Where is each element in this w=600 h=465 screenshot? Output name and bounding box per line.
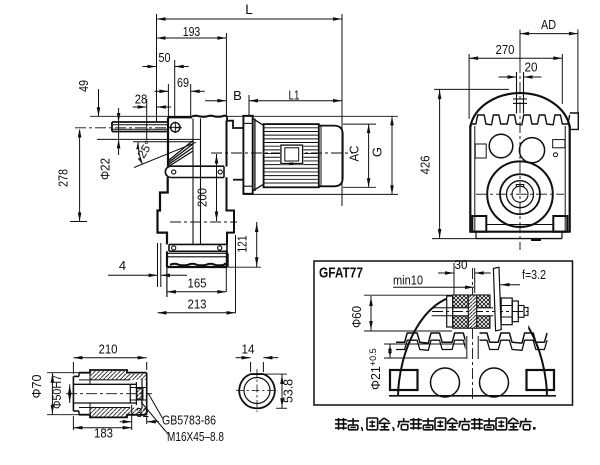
svg-text:Φ60: Φ60: [350, 306, 364, 328]
svg-text:14: 14: [242, 342, 255, 357]
svg-text:GB5783-86: GB5783-86: [162, 413, 216, 428]
svg-text:200: 200: [195, 188, 210, 207]
svg-text:121: 121: [235, 236, 250, 253]
svg-text:Φ22: Φ22: [98, 158, 113, 180]
svg-text:426: 426: [418, 156, 433, 175]
svg-text:165: 165: [188, 276, 207, 291]
svg-text:32: 32: [136, 406, 149, 420]
svg-text:210: 210: [99, 342, 118, 357]
svg-text:f=3.2: f=3.2: [522, 268, 546, 282]
svg-text:30: 30: [455, 257, 468, 272]
svg-text:AC: AC: [347, 146, 362, 162]
svg-text:M16X45–8.8: M16X45–8.8: [167, 429, 224, 444]
svg-text:193: 193: [183, 24, 201, 39]
svg-text:50: 50: [159, 50, 171, 65]
svg-text:B: B: [233, 88, 242, 103]
svg-text:53.8: 53.8: [282, 379, 296, 403]
svg-text:GFAT77: GFAT77: [319, 266, 363, 282]
svg-text:183: 183: [94, 426, 113, 441]
svg-text:Φ70: Φ70: [29, 375, 44, 399]
svg-text:49: 49: [76, 80, 91, 92]
svg-text:213: 213: [188, 297, 207, 312]
svg-text:min10: min10: [393, 274, 423, 288]
svg-text:270: 270: [496, 42, 515, 57]
svg-text:L1: L1: [289, 88, 300, 103]
svg-text:L: L: [245, 2, 253, 17]
svg-text:AD: AD: [541, 17, 556, 32]
svg-text:20: 20: [525, 60, 538, 75]
svg-text:Φ50H7: Φ50H7: [50, 375, 64, 409]
svg-text:69: 69: [177, 75, 189, 90]
svg-text:4: 4: [119, 258, 126, 273]
svg-text:G: G: [370, 147, 385, 157]
svg-text:278: 278: [56, 169, 71, 187]
svg-text:28: 28: [135, 92, 148, 107]
